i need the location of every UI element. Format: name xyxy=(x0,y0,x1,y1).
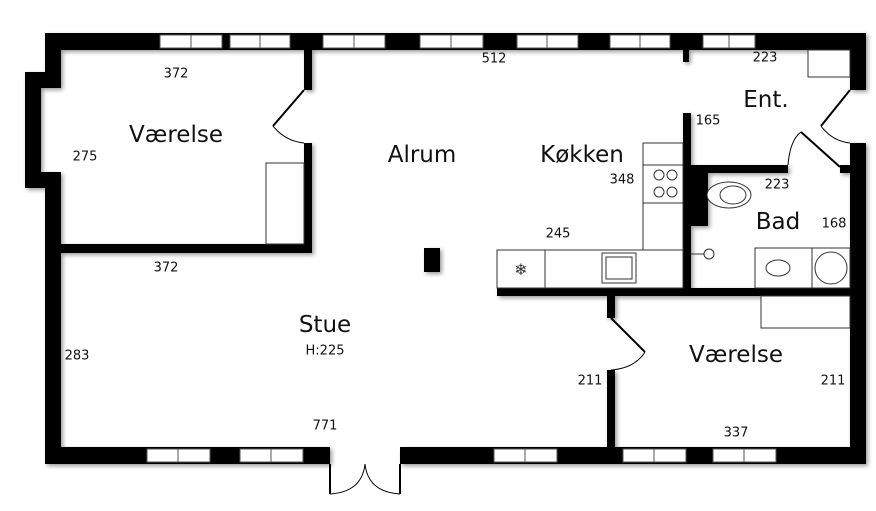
room-label-bad: Bad xyxy=(755,209,801,235)
dim-v1-top: 372 xyxy=(163,66,189,82)
room-label-vaerelse-2: Værelse xyxy=(689,342,783,368)
room-label-alrum: Alrum xyxy=(387,142,457,168)
dim-alrum-top: 512 xyxy=(481,51,507,67)
room-label-vaerelse: Værelse xyxy=(129,122,223,148)
ceiling-height: H:225 xyxy=(305,343,345,359)
room-label-entre: Ent. xyxy=(743,87,789,113)
stove xyxy=(642,164,684,204)
kitchen-counter xyxy=(496,249,684,289)
room-label-stue: Stue xyxy=(298,312,352,338)
svg-text:❄: ❄ xyxy=(514,260,527,279)
dim-v1-bottom: 372 xyxy=(153,260,179,276)
vaerelse2-wardrobe xyxy=(760,295,851,329)
dim-stue-bottom: 771 xyxy=(312,418,338,434)
room-label-kokken: Køkken xyxy=(540,142,624,168)
doors xyxy=(272,89,851,495)
kitchen-counter-top xyxy=(642,142,684,166)
dim-stue-side: 283 xyxy=(64,348,90,364)
dim-v2-right: 211 xyxy=(820,373,846,389)
dim-ent-side: 165 xyxy=(695,113,721,129)
wardrobe xyxy=(265,162,305,245)
dim-bad-top: 223 xyxy=(764,177,790,193)
shower xyxy=(703,248,715,260)
dim-bad-side: 168 xyxy=(821,216,847,232)
dim-kitchen-bottom: 245 xyxy=(545,226,571,242)
dim-v2-bottom: 337 xyxy=(723,425,749,441)
windows xyxy=(146,34,777,463)
dim-v1-side: 275 xyxy=(72,149,98,165)
fixtures: ❄ xyxy=(265,49,851,329)
walls xyxy=(25,33,866,464)
ent-wardrobe xyxy=(807,49,851,78)
dim-ent-top: 223 xyxy=(752,50,778,66)
dim-stue-right: 211 xyxy=(577,373,603,389)
dim-kitchen-side: 348 xyxy=(609,172,635,188)
